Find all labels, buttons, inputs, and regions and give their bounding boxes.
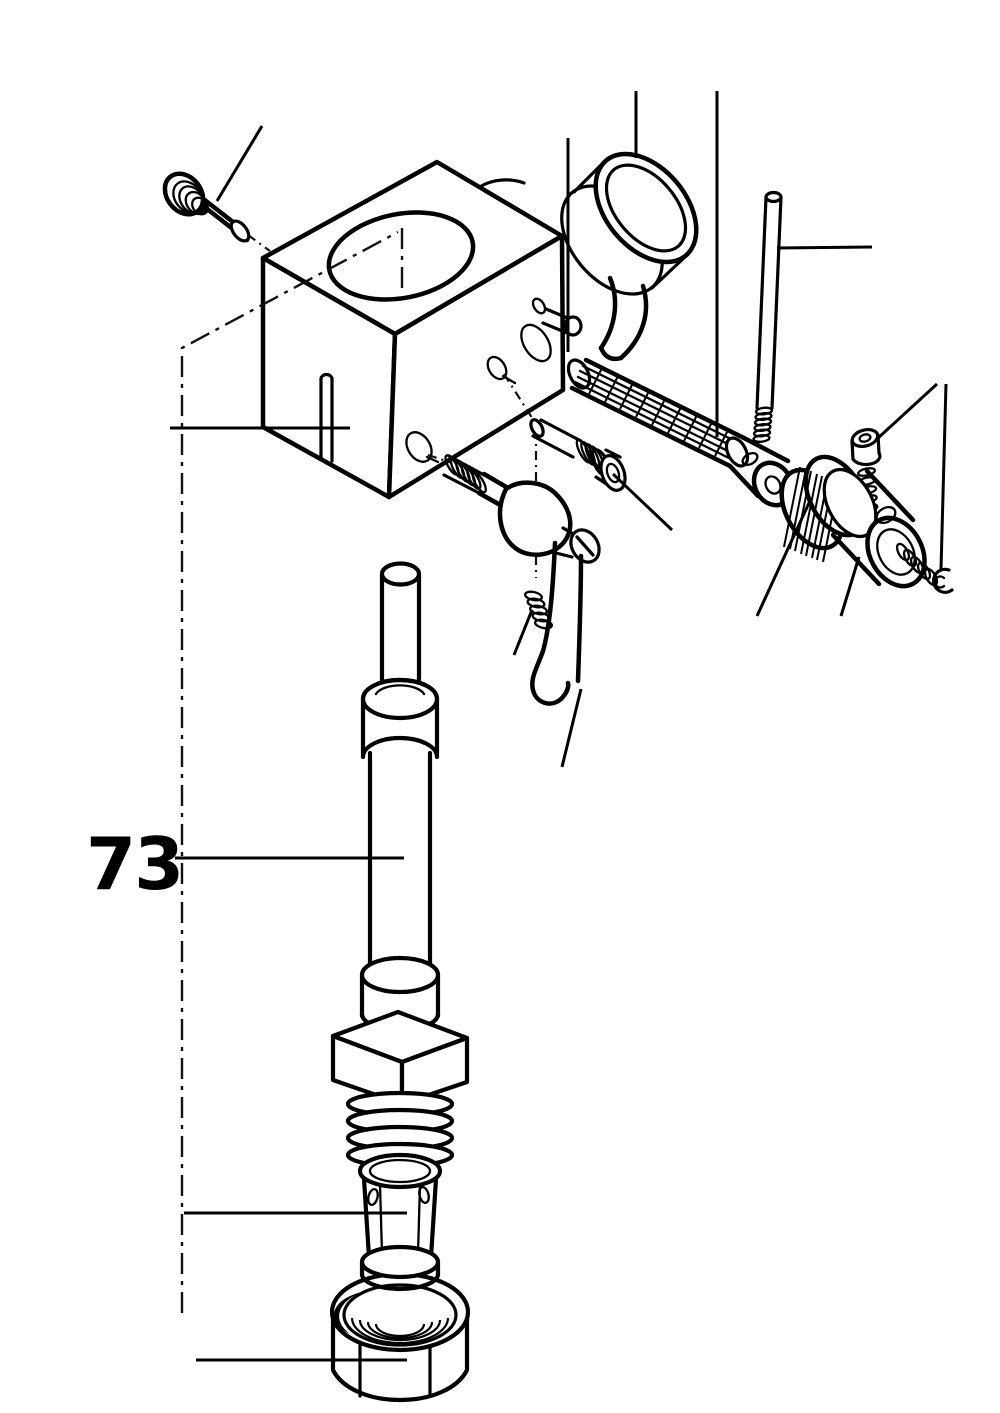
- shaft-bracket: [598, 275, 649, 362]
- jet-threads: [345, 1090, 455, 1169]
- lower-collar: [359, 955, 441, 995]
- cover-cap-rim: [593, 151, 699, 265]
- item-number-label: 73: [86, 822, 182, 906]
- screw-head-knurl: [172, 180, 209, 216]
- leader-lever: [560, 688, 583, 768]
- nozzle-hole-right: [418, 1186, 430, 1204]
- leader-e-clip: [939, 383, 948, 570]
- adjuster-drum: [779, 454, 954, 594]
- drum-screw-head: [850, 427, 880, 449]
- e-clip: [931, 567, 954, 594]
- body-slot: [319, 372, 334, 463]
- lever-stud-threads: [444, 454, 487, 494]
- socket-screw-top-left: [162, 171, 251, 243]
- needle-rod-top: [379, 561, 422, 587]
- nut-inner-threads: [350, 1317, 450, 1345]
- nut-shadow: [333, 1292, 362, 1334]
- callout-leader-lines: [170, 91, 948, 1362]
- cap-nut: [329, 1271, 471, 1403]
- body-right-face: [386, 233, 566, 500]
- nozzle-hole-left: [367, 1188, 379, 1206]
- shaft-center-hole: [764, 475, 782, 495]
- leader-rod: [776, 245, 873, 250]
- jet-hex: [330, 1009, 470, 1107]
- cover-cap-inner-rim: [604, 163, 688, 253]
- drum-hole: [875, 505, 897, 525]
- rod-threads: [752, 406, 774, 443]
- nozzle-flange: [359, 1244, 441, 1280]
- leader-adjuster-cup: [611, 472, 674, 532]
- atomizer-nozzle: [357, 1152, 443, 1292]
- spline-hatch: [588, 367, 729, 457]
- lever-arm: [530, 540, 571, 706]
- leader-spring: [512, 609, 534, 656]
- body-face-holes: [405, 297, 552, 464]
- drum-end-face: [865, 515, 927, 589]
- throttle-shaft: [566, 357, 795, 508]
- cover-cap: [572, 151, 699, 290]
- leader-drum-body: [839, 556, 861, 617]
- drum-knurl: [783, 466, 840, 563]
- leader-socket-screw: [215, 125, 264, 202]
- bell-crank-lever: [442, 454, 601, 706]
- needle-jet-assembly: [330, 561, 470, 1169]
- throttle-rod: [752, 190, 783, 443]
- idle-spring: [523, 590, 554, 630]
- shaft-cross-hole: [741, 451, 759, 467]
- centerlines: [180, 228, 538, 1313]
- lever-boss: [497, 480, 573, 557]
- leader-drum-screw: [875, 382, 939, 441]
- leader-knurl-ring: [755, 502, 811, 617]
- adjuster-pin: [529, 418, 627, 492]
